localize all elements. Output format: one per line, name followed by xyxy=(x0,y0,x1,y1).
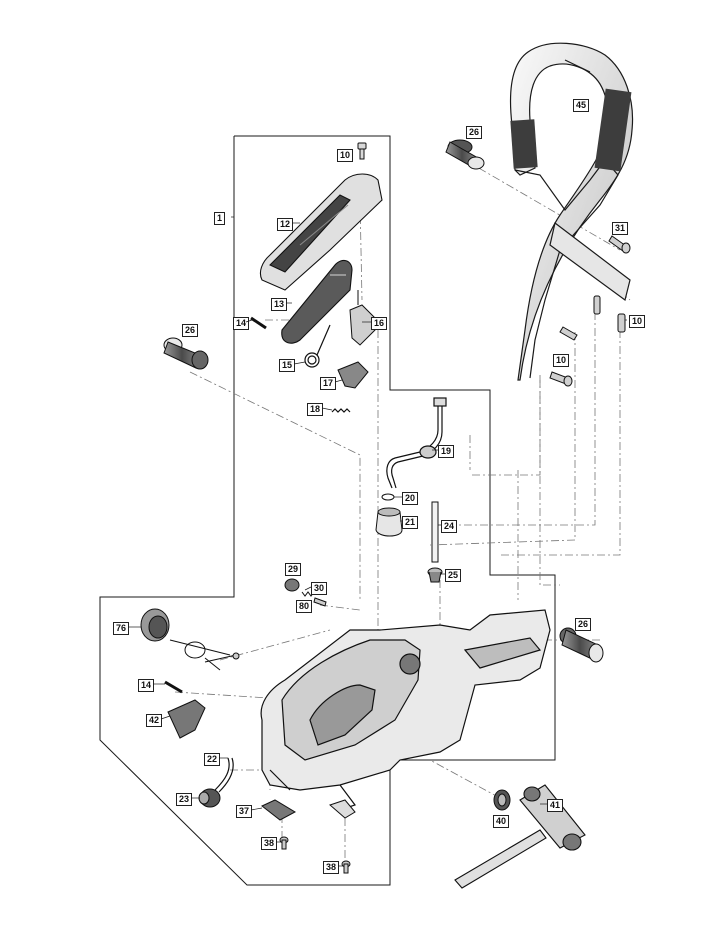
callout-25: 25 xyxy=(445,569,462,582)
screw-10-top xyxy=(357,142,367,160)
spring-15 xyxy=(304,324,331,368)
callout-40: 40 xyxy=(493,815,510,828)
callout-41: 41 xyxy=(547,799,564,812)
cover-42 xyxy=(167,699,206,739)
callout-29: 29 xyxy=(285,563,302,576)
callout-10-top: 10 xyxy=(337,149,354,162)
fuel-hose xyxy=(386,397,447,489)
screw-10-right xyxy=(617,313,626,333)
bushing-29 xyxy=(284,578,300,592)
pin-14-top xyxy=(250,316,267,330)
alignment-lines xyxy=(174,159,631,860)
bracket-lower xyxy=(329,799,356,819)
callout-31: 31 xyxy=(612,222,629,235)
crankcase-housing xyxy=(260,609,551,811)
callout-37: 37 xyxy=(236,805,253,818)
primer-bulb xyxy=(198,788,221,808)
callout-26-left: 26 xyxy=(182,324,199,337)
handle-bar-grip xyxy=(510,119,538,169)
pin-14-lower xyxy=(164,680,183,694)
handle-bar-grip-right xyxy=(594,88,632,172)
bracket-37 xyxy=(261,799,297,821)
choke-lever xyxy=(337,361,369,389)
fuel-cap xyxy=(140,608,240,671)
callout-30: 30 xyxy=(311,582,328,595)
top-cover xyxy=(259,173,383,291)
valve-30 xyxy=(313,597,327,607)
callout-45: 45 xyxy=(573,99,590,112)
screw-10-handle xyxy=(549,371,573,387)
fuel-filter xyxy=(375,507,403,537)
callout-19: 19 xyxy=(438,445,455,458)
callout-26-right: 26 xyxy=(575,618,592,631)
hose-24 xyxy=(431,501,439,563)
callout-10-handle: 10 xyxy=(553,354,570,367)
callout-24: 24 xyxy=(441,520,458,533)
callout-38-a: 38 xyxy=(261,837,278,850)
callout-22: 22 xyxy=(204,753,221,766)
grommet-25 xyxy=(427,567,443,583)
callout-38-b: 38 xyxy=(323,861,340,874)
callout-15: 15 xyxy=(279,359,296,372)
hose-22 xyxy=(214,757,234,793)
callout-1: 1 xyxy=(214,212,226,225)
callout-14-top: 14 xyxy=(233,317,250,330)
vibration-damper-left xyxy=(163,337,209,370)
vibration-damper-top xyxy=(445,139,485,170)
callout-12: 12 xyxy=(277,218,294,231)
callout-80: 80 xyxy=(296,600,313,613)
throttle-lever xyxy=(281,259,353,344)
callout-16: 16 xyxy=(371,317,388,330)
callout-20: 20 xyxy=(402,492,419,505)
callout-42: 42 xyxy=(146,714,163,727)
screw-38-a xyxy=(279,836,289,850)
combination-wrench xyxy=(454,784,586,889)
callout-17: 17 xyxy=(320,377,337,390)
callout-18: 18 xyxy=(307,403,324,416)
callout-14-lower: 14 xyxy=(138,679,155,692)
callout-10-right: 10 xyxy=(629,315,646,328)
spark-plug xyxy=(493,789,511,811)
screw-handle-mid xyxy=(559,295,601,341)
screw-38-b xyxy=(341,860,351,874)
callout-23: 23 xyxy=(176,793,193,806)
callout-76: 76 xyxy=(113,622,130,635)
throttle-lock xyxy=(349,290,376,346)
group-boundary xyxy=(99,135,556,886)
screw-31 xyxy=(608,235,631,254)
vibration-damper-right xyxy=(559,627,604,663)
callout-13: 13 xyxy=(271,298,288,311)
clip-20 xyxy=(381,493,395,501)
callout-26-top: 26 xyxy=(466,126,483,139)
spring-18 xyxy=(331,408,351,413)
callout-21: 21 xyxy=(402,516,419,529)
